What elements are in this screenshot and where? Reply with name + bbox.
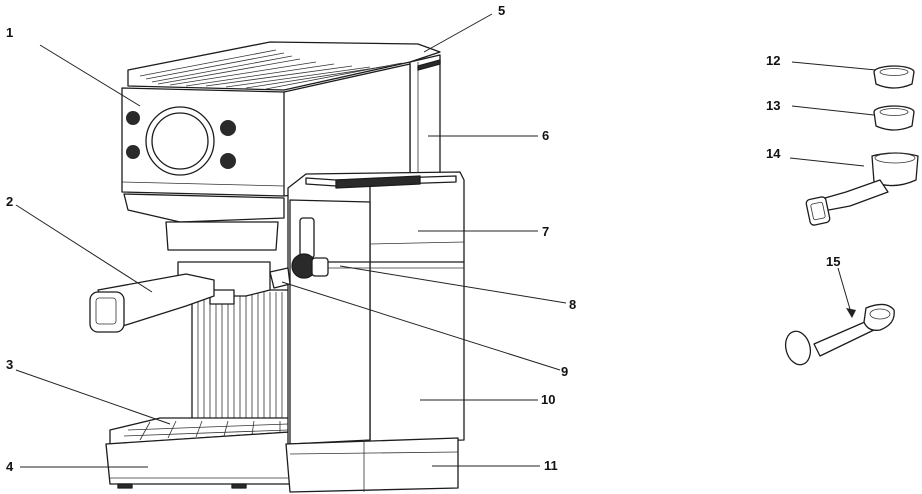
- tamper-spoon: [784, 303, 895, 366]
- callout-15: 15: [826, 254, 840, 269]
- steam-button-icon: [220, 153, 236, 169]
- double-shot-button-icon: [220, 120, 236, 136]
- leader-lines: [15, 13, 877, 468]
- back-panel-ribs: [191, 289, 291, 425]
- callout-11: 11: [544, 458, 558, 473]
- cup-warmer-grille: [139, 49, 403, 90]
- callout-labels: 1 2 3 4 5 6 7 8 9 10 11 12 13 14 15: [6, 3, 840, 474]
- cup-warmer-top: [127, 41, 441, 91]
- power-button-icon: [126, 111, 140, 125]
- single-shot-button-icon: [126, 145, 140, 159]
- callout-9: 9: [561, 364, 568, 379]
- single-filter-basket: [873, 65, 915, 89]
- espresso-machine-drawing: [89, 41, 465, 493]
- callout-3: 3: [6, 357, 13, 372]
- callout-13: 13: [766, 98, 780, 113]
- steam-wand-icon: [269, 267, 291, 289]
- callout-14: 14: [766, 146, 781, 161]
- callout-7: 7: [542, 224, 549, 239]
- control-panel: [126, 106, 236, 176]
- callout-8: 8: [569, 297, 576, 312]
- rear-column: [409, 54, 441, 181]
- callout-1: 1: [6, 25, 13, 40]
- portafilter-in-machine: [89, 261, 271, 333]
- callout-4: 4: [6, 459, 14, 474]
- callout-10: 10: [541, 392, 555, 407]
- callout-12: 12: [766, 53, 780, 68]
- display-face: [151, 112, 209, 170]
- callout-5: 5: [498, 3, 505, 18]
- callout-2: 2: [6, 194, 13, 209]
- drip-tray-grid: [123, 420, 289, 441]
- double-filter-basket: [873, 105, 915, 131]
- tank-lid-grille: [335, 175, 421, 189]
- callout-6: 6: [542, 128, 549, 143]
- accessories-drawing: [784, 65, 919, 366]
- water-tank: [285, 171, 465, 493]
- drip-tray: [105, 417, 291, 489]
- portafilter-accessory: [805, 152, 919, 226]
